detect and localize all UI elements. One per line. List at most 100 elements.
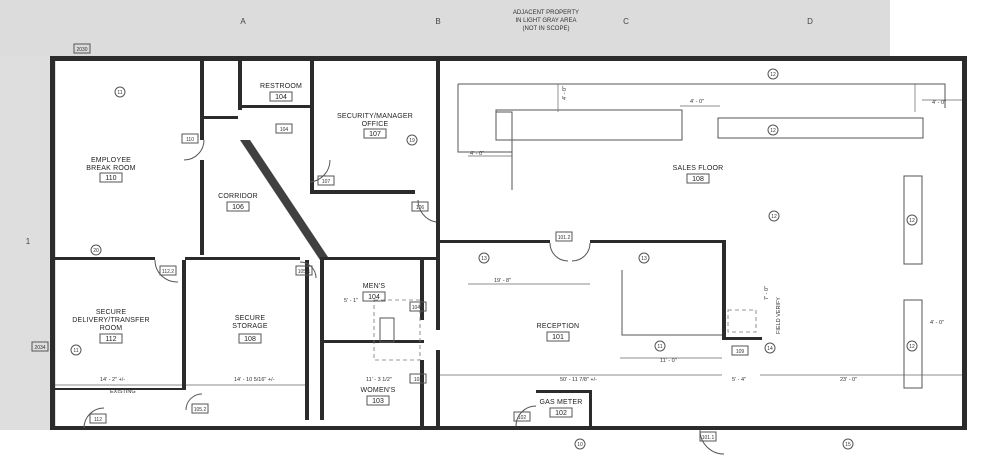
room-num-storage: 108 [244,336,256,343]
room-num-sales: 108 [692,176,704,183]
room-name-corridor: CORRIDOR [218,193,258,200]
door-tag-1041: 104.1 [412,305,425,311]
grid-label-d: D [807,17,813,26]
door-tags: 110 107 104 106 112.2 112 105.2 105.1 10… [31,43,749,442]
door-tag-1012: 101.2 [558,235,571,241]
door-tag-1052: 105.2 [194,407,207,413]
dim-14ft-2: 14' - 2" +/- [100,377,125,383]
tag-13-b: 13 [641,256,647,262]
keynote-2034: 2034 [34,345,45,351]
dim-23ft: 23' - 0" [840,377,857,383]
dim-existing: EXISTING [110,389,136,395]
room-reception: RECEPTION 101 [537,323,580,342]
room-num-delivery: 112 [105,336,116,343]
room-name-breakroom-2: BREAK ROOM [86,165,135,172]
dim-11ft-3: 11' - 3 1/2" [366,377,392,383]
dim-5ft-4: 5' - 4" [732,377,746,383]
room-num-mens: 104 [368,294,380,301]
room-corridor: CORRIDOR 106 [218,193,258,212]
dim-4ft-1: 4' - 0" [562,86,568,100]
room-name-reception: RECEPTION [537,323,580,330]
room-name-mens: MEN'S [363,283,386,290]
tag-12-e: 12 [909,344,915,350]
tag-20: 20 [93,248,99,254]
room-storage: SECURE STORAGE 108 [232,315,268,344]
tag-12-b: 12 [770,128,776,134]
door-tag-1011: 101.1 [702,435,715,441]
dim-5ft-1: 5' - 1" [344,298,358,304]
adjacent-note-line2: IN LIGHT GRAY AREA [515,18,576,24]
exterior-walls [50,56,967,430]
sales-fixtures [373,83,946,389]
room-breakroom: EMPLOYEE BREAK ROOM 110 [86,157,136,183]
room-name-delivery-3: ROOM [100,325,123,332]
tag-12-d: 12 [909,218,915,224]
room-name-security-1: SECURITY/MANAGER [337,113,413,120]
tag-11-c: 11 [73,348,78,354]
door-tag-1121: 112 [94,417,102,423]
dim-7ft: 7' - 0" [764,286,770,300]
tag-11-b: 11 [657,344,662,350]
dim-4ft-3: 4' - 0" [932,100,946,106]
room-sales: SALES FLOOR 108 [673,165,724,184]
tag-13-a: 13 [481,256,487,262]
adjacent-note-line1: ADJACENT PROPERTY [513,10,579,16]
room-name-storage-2: STORAGE [232,323,268,330]
room-num-corridor: 106 [232,204,244,211]
dim-4ft-4: 4' - 0" [470,151,484,157]
room-name-restroom: RESTROOM [260,83,302,90]
door-swings [83,139,725,455]
adjacent-note-line3: (NOT IN SCOPE) [523,26,570,32]
room-name-delivery-2: DELIVERY/TRANSFER [72,317,150,324]
room-num-gasmeter: 102 [555,410,567,417]
tag-10: 10 [577,442,583,448]
dimension-texts: 4' - 0" 4' - 0" 4' - 0" 4' - 0" 4' - 0" … [100,86,946,395]
tag-12-c: 12 [771,214,777,220]
room-num-womens: 103 [372,398,384,405]
interior-walls [55,60,762,426]
room-name-womens: WOMEN'S [360,387,395,394]
dim-4ft-2: 4' - 0" [690,99,704,105]
room-name-storage-1: SECURE [235,315,266,322]
tag-bubbles: 12 12 12 12 12 11 11 13 13 14 15 10 19 2… [70,68,918,450]
dim-field-verify: FIELD VERIFY [776,297,782,334]
room-num-reception: 101 [552,334,564,341]
dim-50ft: 50' - 11 7/8" +/- [560,377,597,383]
room-security: SECURITY/MANAGER OFFICE 107 [337,113,413,139]
room-womens: WOMEN'S 103 [360,387,395,406]
door-tag-109: 109 [736,349,745,355]
dim-14ft-10: 14' - 10 5/16" +/- [234,377,275,383]
door-tag-102: 102 [518,415,527,421]
adjacent-property-area [0,0,890,430]
tag-14: 14 [767,346,773,352]
door-tag-104: 104 [280,127,289,133]
room-mens: MEN'S 104 [362,283,386,302]
room-name-delivery-1: SECURE [96,309,127,316]
tag-19: 19 [409,138,415,144]
door-tag-1051: 105.1 [298,269,311,275]
dim-4ft-5: 4' - 0" [930,320,944,326]
room-gasmeter: GAS METER 102 [539,399,582,418]
grid-label-a: A [240,17,246,26]
dim-19ft: 19' - 8" [494,278,511,284]
door-tag-1031: 103 [414,377,423,383]
dim-11ft: 11' - 0" [660,358,677,364]
tag-15: 15 [845,442,851,448]
room-name-breakroom-1: EMPLOYEE [91,157,131,164]
dimension-lines [55,84,962,386]
grid-label-1: 1 [26,237,31,246]
grid-label-b: B [435,17,440,26]
room-name-sales: SALES FLOOR [673,165,724,172]
keynote-2030: 2030 [76,47,87,53]
room-restroom: RESTROOM 104 [260,83,302,102]
door-tag-107: 107 [322,179,331,185]
grid-label-c: C [623,17,629,26]
door-tag-112: 112.2 [162,269,174,275]
tag-11-a: 11 [117,90,122,96]
door-tag-106: 106 [416,205,425,211]
tag-12-a: 12 [770,72,776,78]
room-num-restroom: 104 [275,94,287,101]
room-num-security: 107 [369,131,381,138]
room-num-breakroom: 110 [105,175,116,182]
